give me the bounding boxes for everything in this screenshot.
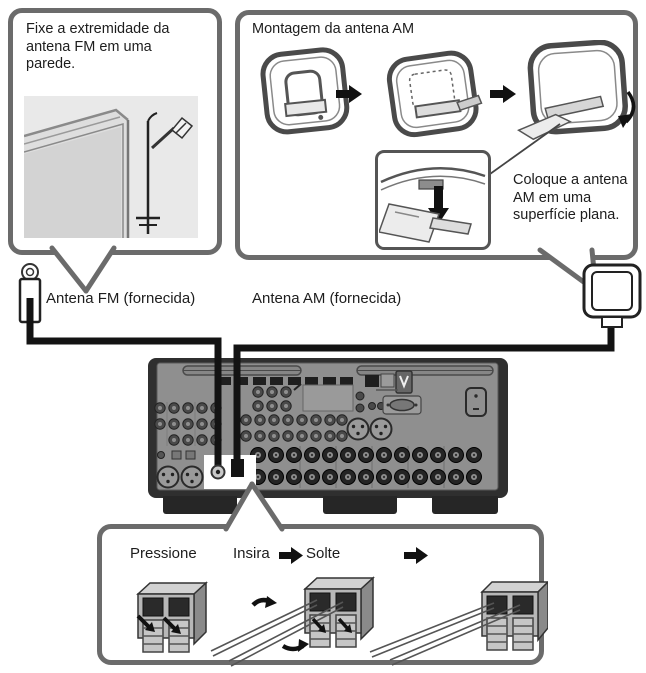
- fm-wall-text: Fixe a extremidade da antena FM em uma p…: [26, 21, 170, 73]
- inset-leader-line: [489, 123, 561, 175]
- am-antenna-step1: [260, 47, 350, 135]
- receiver-foot: [323, 496, 397, 514]
- wall-mount-illustration: [24, 96, 198, 238]
- dsub-port: [382, 395, 422, 415]
- right-io-block: [355, 389, 422, 415]
- terminal-bubble-tail: [223, 481, 285, 532]
- press-arrow-icon: [136, 614, 181, 634]
- center-top-jacks: [252, 383, 354, 412]
- receiver-foot: [163, 496, 237, 514]
- screw-icon: [150, 116, 194, 150]
- am-terminal-plug: [231, 459, 244, 477]
- rotate-arrow-icon: [618, 90, 636, 128]
- twist-arrow-icon: [251, 596, 309, 652]
- am-antenna-icon: [582, 263, 642, 328]
- arrow-right-icon: [404, 547, 428, 564]
- terminal-block-press: [136, 581, 208, 653]
- step-press-label: Pressione: [130, 545, 197, 562]
- terminal-block-insert: [210, 576, 375, 667]
- speaker-posts: [250, 446, 482, 488]
- arrow-right-icon: [279, 547, 303, 564]
- receiver-foot: [432, 496, 498, 514]
- flat-surface-illustration: [379, 167, 486, 243]
- am-antenna-step3: [517, 40, 636, 141]
- speaker-wires: [369, 602, 521, 666]
- am-assembly-title: Montagem da antena AM: [252, 21, 415, 37]
- flat-surface-note: Coloque a antena AM em uma superfície pl…: [513, 172, 628, 224]
- arrow-right-icon: [336, 85, 362, 103]
- step-release-label: Solte: [306, 545, 341, 562]
- terminal-block-release: [369, 580, 548, 666]
- power-switch: [465, 387, 487, 417]
- antenna-cables: [26, 298, 615, 480]
- fm-cable: [26, 298, 222, 470]
- hdmi-port-row: [218, 370, 413, 394]
- left-jack-block: [154, 402, 222, 460]
- am-cable: [233, 328, 615, 464]
- speaker-wires: [210, 599, 344, 667]
- press-arrow-icon: [311, 617, 352, 633]
- receiver-handles: [182, 365, 494, 376]
- fm-antenna-label: Antena FM (fornecida): [46, 290, 196, 307]
- fm-bubble-tail: [49, 245, 117, 294]
- step-insert-label: Insira: [233, 545, 270, 562]
- arrow-right-icon: [490, 85, 516, 103]
- am-antenna-label: Antena AM (fornecida): [252, 290, 402, 307]
- fm-wire-top: [147, 112, 158, 122]
- am-antenna-step2: [386, 50, 483, 138]
